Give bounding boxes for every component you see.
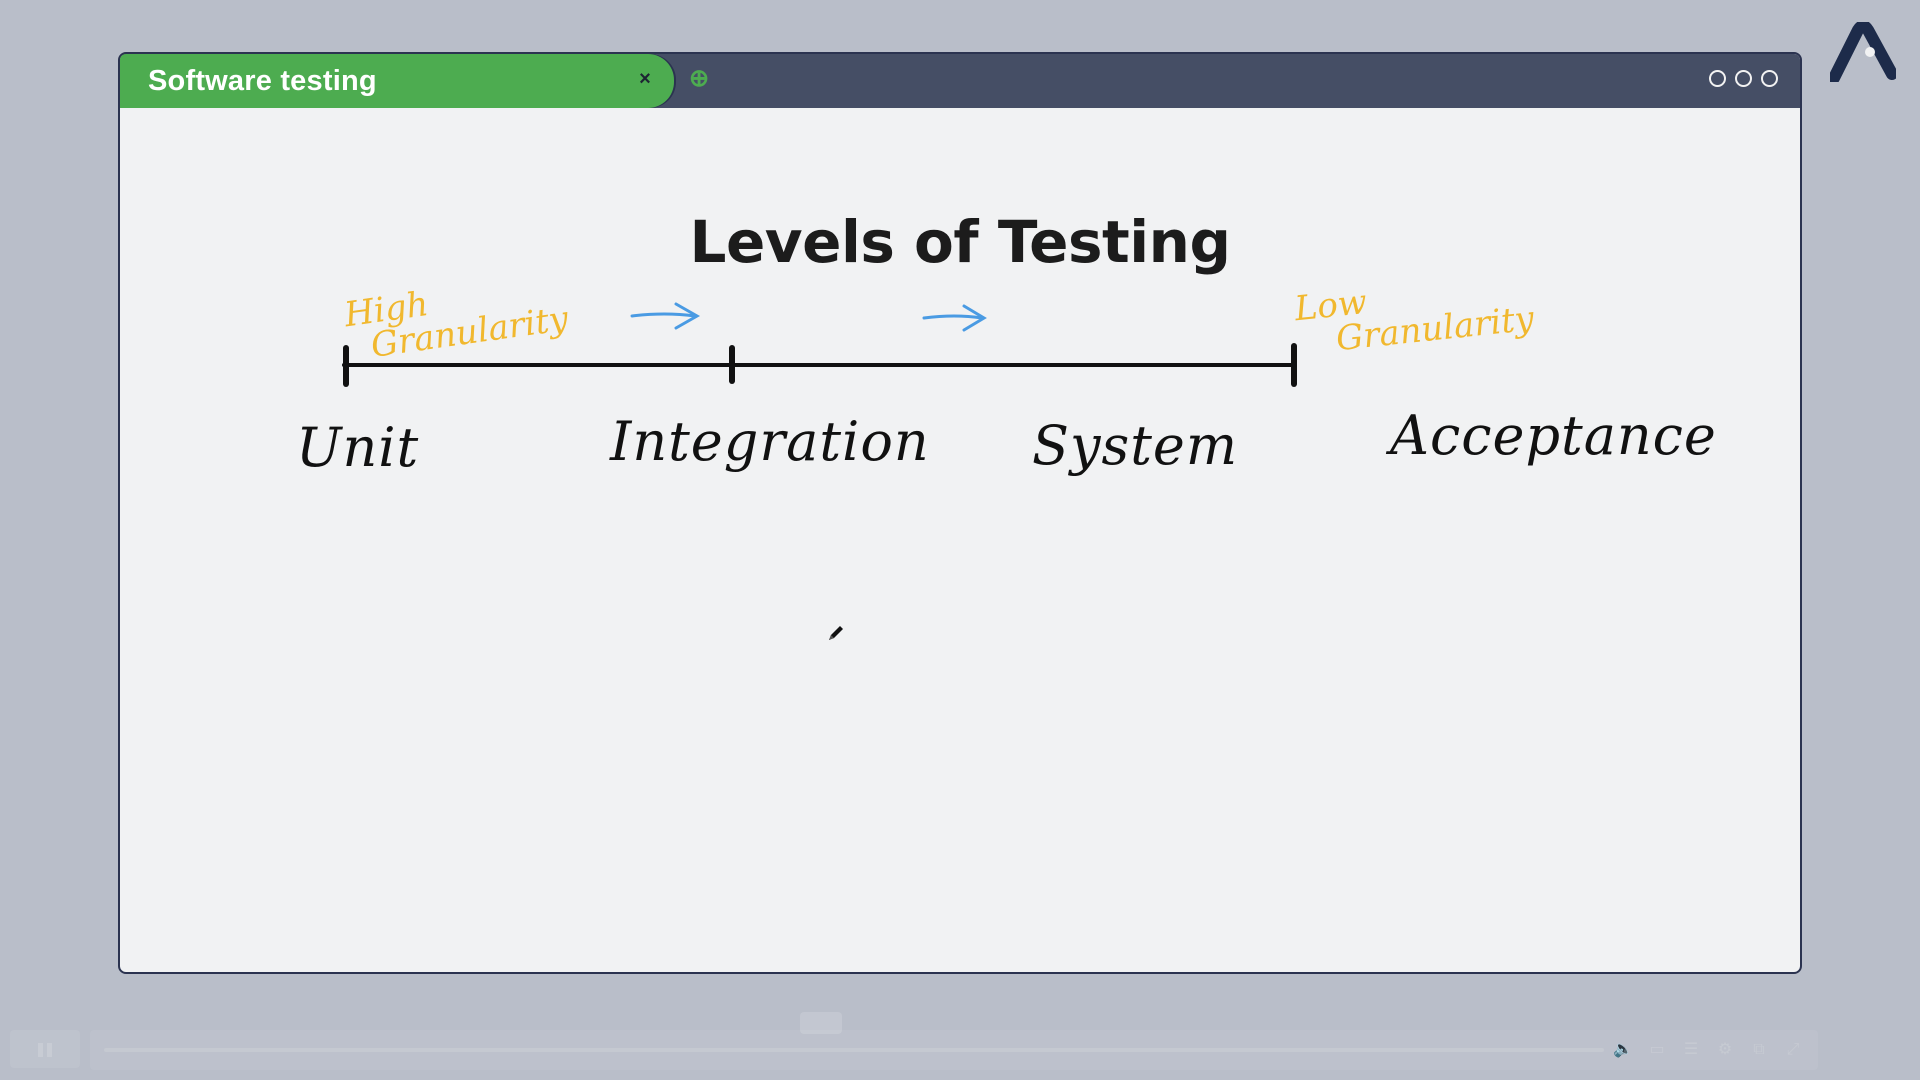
brand-logo-icon (1830, 22, 1896, 82)
settings-icon[interactable]: ⚙ (1717, 1039, 1733, 1058)
pencil-cursor-icon (829, 626, 843, 640)
progress-bar[interactable]: 🔈 ▭ ☰ ⚙ ⧉ ⤢ (90, 1030, 1818, 1070)
window-dot-2[interactable] (1735, 70, 1752, 87)
whiteboard-window: Software testing × ⊕ Levels of Testing (118, 52, 1802, 974)
player-icons: 🔈 ▭ ☰ ⚙ ⧉ ⤢ (1612, 1040, 1804, 1058)
pause-button[interactable] (10, 1030, 80, 1068)
tab-title: Software testing (148, 65, 377, 97)
arrow-icon (630, 302, 701, 330)
volume-icon[interactable]: 🔈 (1613, 1039, 1633, 1058)
level-integration: Integration (610, 410, 930, 473)
level-unit: Unit (296, 416, 420, 479)
whiteboard-canvas[interactable]: Levels of Testing High Granularity Low (120, 108, 1800, 972)
level-acceptance: Acceptance (1390, 404, 1717, 467)
window-dot-1[interactable] (1709, 70, 1726, 87)
add-tab-button[interactable]: ⊕ (688, 65, 710, 92)
timeline-drawing (342, 302, 1297, 387)
arrow-icon (922, 304, 987, 332)
slide-title: Levels of Testing (689, 208, 1231, 276)
captions-icon[interactable]: ▭ (1649, 1039, 1665, 1058)
video-player-controls: 🔈 ▭ ☰ ⚙ ⧉ ⤢ (0, 1030, 1920, 1080)
window-dot-3[interactable] (1761, 70, 1778, 87)
pause-icon (47, 1043, 52, 1057)
tab-close-button[interactable]: × (639, 68, 651, 90)
title-bar: Software testing × ⊕ (120, 54, 1800, 108)
window-controls (1709, 70, 1778, 87)
progress-track[interactable] (104, 1048, 1604, 1052)
tab-software-testing[interactable]: Software testing × (120, 54, 674, 108)
picture-in-picture-icon[interactable]: ⧉ (1753, 1039, 1765, 1058)
pause-icon (38, 1043, 43, 1057)
fullscreen-icon[interactable]: ⤢ (1786, 1039, 1800, 1058)
scrub-preview (800, 1012, 842, 1034)
transcript-icon[interactable]: ☰ (1683, 1039, 1699, 1058)
level-system: System (1032, 414, 1239, 477)
